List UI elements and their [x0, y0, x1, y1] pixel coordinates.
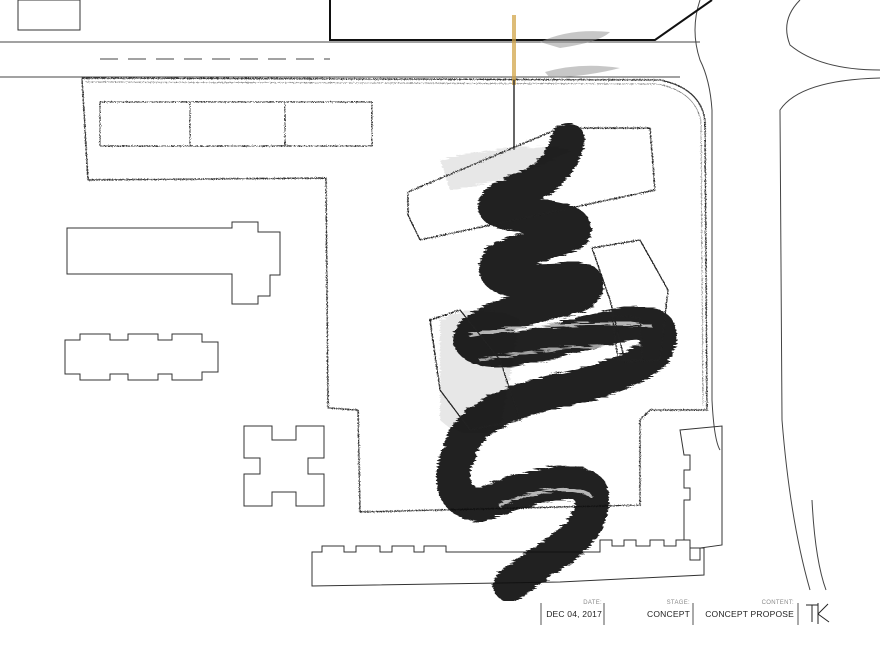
road-lines [0, 0, 880, 591]
sketch-marks-top [540, 31, 620, 78]
building-left-cross [243, 425, 325, 507]
title-block-content: CONTENT: CONCEPT PROPOSE [696, 600, 794, 626]
stage-value: CONCEPT [647, 609, 690, 619]
building-outlines-overlay [407, 127, 669, 431]
building-right-strip [679, 425, 723, 561]
content-value: CONCEPT PROPOSE [705, 609, 794, 619]
building-left-2 [64, 333, 219, 381]
sketch-accent-line [512, 15, 516, 85]
building-top-main [329, 0, 713, 41]
date-value: DEC 04, 2017 [546, 609, 602, 619]
building-row-top [99, 101, 373, 147]
title-block-stage: STAGE: CONCEPT [608, 600, 690, 626]
brush-stroke-main [436, 123, 677, 602]
stage-label: STAGE: [666, 600, 690, 606]
building-small-top-left [17, 0, 81, 31]
tks-logo [806, 603, 830, 624]
site-boundary [81, 77, 708, 513]
content-label: CONTENT: [761, 600, 794, 606]
title-block-date: DATE: DEC 04, 2017 [544, 600, 602, 626]
building-left-1 [66, 221, 281, 305]
building-bottom-strip [311, 539, 705, 587]
date-label: DATE: [583, 600, 602, 606]
